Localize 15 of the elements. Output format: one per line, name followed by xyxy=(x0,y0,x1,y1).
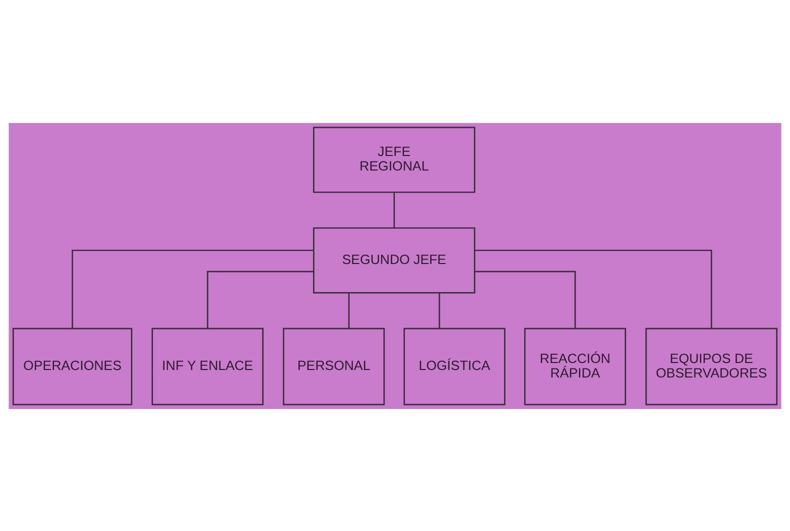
connector xyxy=(72,249,314,328)
node-box: OPERACIONES xyxy=(12,327,132,405)
connector xyxy=(475,270,576,328)
connector xyxy=(394,192,395,228)
connector xyxy=(206,270,314,328)
node-box: INF Y ENLACE xyxy=(152,327,264,405)
node-box: JEFE REGIONAL xyxy=(313,126,476,192)
connector xyxy=(438,292,440,328)
connector xyxy=(348,292,350,328)
node-box: SEGUNDO JEFE xyxy=(313,226,476,293)
node-box: EQUIPOS DE OBSERVADORES xyxy=(645,327,778,405)
node-box: PERSONAL xyxy=(282,327,385,405)
node-box: REACCIÓN RÁPIDA xyxy=(524,327,626,405)
connector xyxy=(474,249,712,328)
node-box: LOGÍSTICA xyxy=(404,327,506,405)
